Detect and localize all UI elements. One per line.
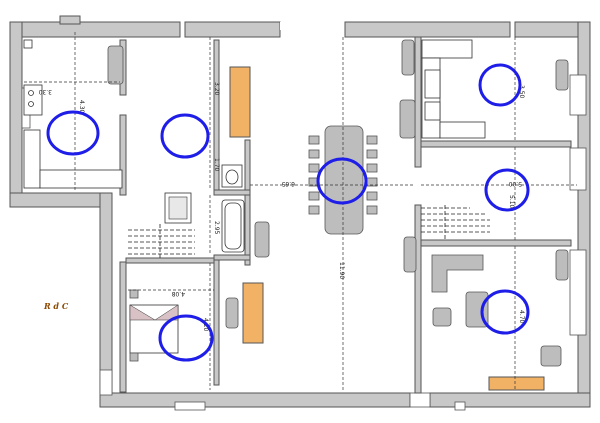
staircase-right xyxy=(421,205,490,240)
bedroom xyxy=(129,282,264,362)
sofa-icon xyxy=(431,254,484,293)
window-east-1 xyxy=(569,74,587,116)
dimension-label: 11.90 xyxy=(338,262,345,279)
wardrobe xyxy=(242,282,264,344)
dimension-label: 4.08 xyxy=(171,290,185,297)
level-label: R d C xyxy=(43,301,69,311)
dimension-label: 1.70 xyxy=(213,158,220,172)
dimension-label: 3.20 xyxy=(213,82,220,96)
dimension-label: 3.50 xyxy=(518,85,525,99)
dimension-label: 4.30 xyxy=(78,100,85,114)
kitchen-left xyxy=(23,39,124,189)
stove-icon-right xyxy=(424,69,441,99)
staircase-left xyxy=(128,224,195,258)
sink-icon xyxy=(424,101,441,121)
exterior-walls xyxy=(9,15,591,411)
table-icon xyxy=(324,125,364,235)
chimney xyxy=(59,15,81,25)
dimension-lines xyxy=(24,32,577,390)
dimension-label: 6.65 xyxy=(281,180,295,187)
dining-table xyxy=(308,125,378,235)
room-marker xyxy=(480,289,530,335)
room-marker xyxy=(46,110,100,156)
room-marker xyxy=(478,63,522,107)
room-marker xyxy=(158,314,214,362)
armchair-icon xyxy=(432,307,452,327)
dimension-label: 3.30 xyxy=(38,88,52,95)
window-east-3 xyxy=(569,249,587,336)
door-south xyxy=(174,401,206,411)
room-marker xyxy=(484,168,530,212)
room-marker xyxy=(160,113,210,159)
dimension-label: 2.95 xyxy=(213,221,220,235)
bathroom xyxy=(164,66,270,258)
dimension-label: 5.00 xyxy=(508,180,522,187)
kitchen-right xyxy=(399,39,486,139)
window-east-2 xyxy=(569,147,587,191)
cabinet-bottom xyxy=(488,376,545,391)
dimension-label: 5.10 xyxy=(508,195,515,209)
dimension-label: 4.70 xyxy=(518,310,525,324)
room-marker xyxy=(316,157,368,205)
cabinet-top xyxy=(229,66,251,138)
radiator xyxy=(107,45,124,85)
window-southwest xyxy=(99,369,113,396)
circle-markers xyxy=(46,63,530,362)
